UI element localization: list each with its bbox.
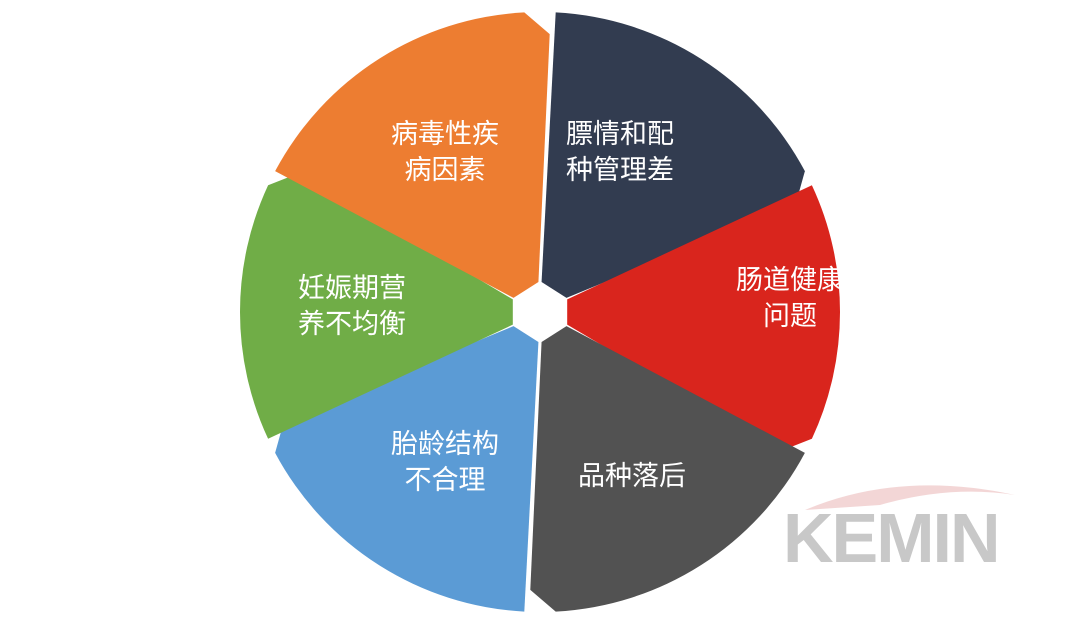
- label-gestation-nutrition: 妊娠期营养不均衡: [298, 273, 406, 340]
- wedge-gut-health: [567, 185, 841, 451]
- label-line: 肠道健康: [736, 265, 844, 296]
- label-parity-structure: 胎龄结构不合理: [391, 429, 499, 496]
- watermark-logo: KEMIN: [783, 485, 1015, 577]
- label-line: 胎龄结构: [391, 429, 499, 460]
- watermark-text: KEMIN: [783, 499, 999, 577]
- wedge-gestation-nutrition: [239, 173, 513, 439]
- label-breed-lag: 品种落后: [578, 461, 686, 492]
- label-line: 病毒性疾: [391, 119, 499, 150]
- label-line: 问题: [763, 301, 817, 332]
- label-line: 妊娠期营: [298, 273, 406, 304]
- label-viral-disease: 病毒性疾病因素: [391, 119, 499, 186]
- watermark-swoosh: [805, 485, 1015, 510]
- label-line: 品种落后: [578, 461, 686, 492]
- label-line: 养不均衡: [298, 309, 406, 340]
- label-line: 不合理: [405, 465, 486, 496]
- wedge-viral-disease: [275, 12, 550, 298]
- label-gut-health: 肠道健康问题: [736, 265, 844, 332]
- wedge-breed-lag: [530, 326, 805, 612]
- label-line: 种管理差: [566, 155, 674, 186]
- label-line: 病因素: [405, 155, 486, 186]
- label-breed-mating: 膘情和配种管理差: [566, 119, 674, 186]
- label-line: 膘情和配: [566, 119, 674, 150]
